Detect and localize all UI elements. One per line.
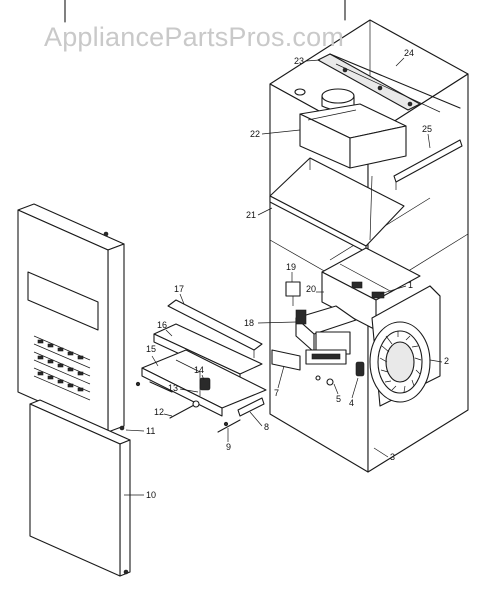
callout-19: 19 bbox=[286, 262, 296, 272]
callout-25: 25 bbox=[422, 124, 432, 134]
callout-12: 12 bbox=[154, 407, 164, 417]
callout-7: 7 bbox=[274, 388, 279, 398]
blower-assembly bbox=[369, 285, 441, 407]
callout-4: 4 bbox=[349, 398, 354, 408]
callout-22: 22 bbox=[250, 129, 260, 139]
callout-11: 11 bbox=[146, 426, 155, 436]
side-bracket-25 bbox=[393, 139, 463, 190]
callout-5: 5 bbox=[336, 394, 341, 404]
callout-14: 14 bbox=[194, 365, 204, 375]
heat-exchanger-box bbox=[299, 103, 407, 169]
lower-door-panel bbox=[29, 399, 131, 577]
callout-2: 2 bbox=[444, 356, 449, 366]
callout-16: 16 bbox=[157, 320, 167, 330]
callout-18: 18 bbox=[244, 318, 254, 328]
callout-24: 24 bbox=[404, 48, 414, 58]
callout-8: 8 bbox=[264, 422, 269, 432]
callout-3: 3 bbox=[390, 452, 395, 462]
callout-10: 10 bbox=[146, 490, 156, 500]
callout-23: 23 bbox=[294, 56, 304, 66]
front-brackets bbox=[135, 299, 267, 433]
control-components bbox=[271, 247, 421, 386]
callout-labels: 1 2 3 4 5 7 8 9 10 11 12 13 14 15 16 17 … bbox=[124, 48, 449, 500]
callout-1: 1 bbox=[408, 280, 413, 290]
callout-15: 15 bbox=[146, 344, 156, 354]
callout-17: 17 bbox=[174, 284, 184, 294]
baffle-panel-21 bbox=[269, 157, 405, 253]
callout-21: 21 bbox=[246, 210, 256, 220]
callout-13: 13 bbox=[168, 383, 178, 393]
upper-door-panel bbox=[17, 203, 125, 433]
watermark-text: AppliancePartsPros.com bbox=[44, 22, 344, 52]
callout-20: 20 bbox=[306, 284, 316, 294]
callout-9: 9 bbox=[226, 442, 231, 452]
top-rail-assembly bbox=[317, 53, 461, 113]
